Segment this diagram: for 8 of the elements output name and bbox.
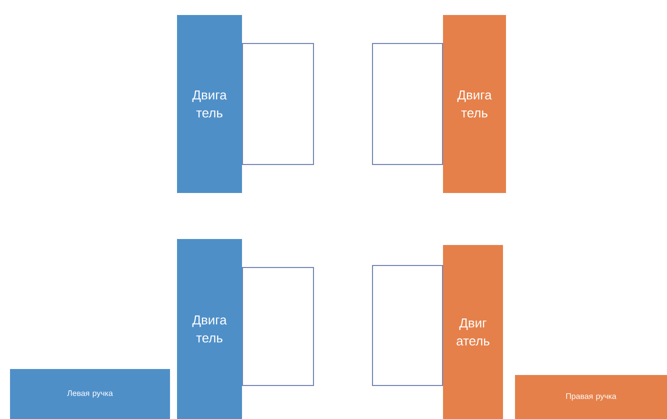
frame-box bbox=[242, 43, 314, 165]
frame-box bbox=[372, 265, 443, 386]
frame-box bbox=[372, 43, 443, 165]
motor-bar: Двига тель bbox=[177, 239, 242, 419]
motor-bar: Двига тель bbox=[443, 15, 506, 193]
motor-bar: Двига тель bbox=[177, 15, 242, 193]
frame-box bbox=[242, 267, 314, 386]
motor-bar: Двиг атель bbox=[443, 245, 503, 419]
